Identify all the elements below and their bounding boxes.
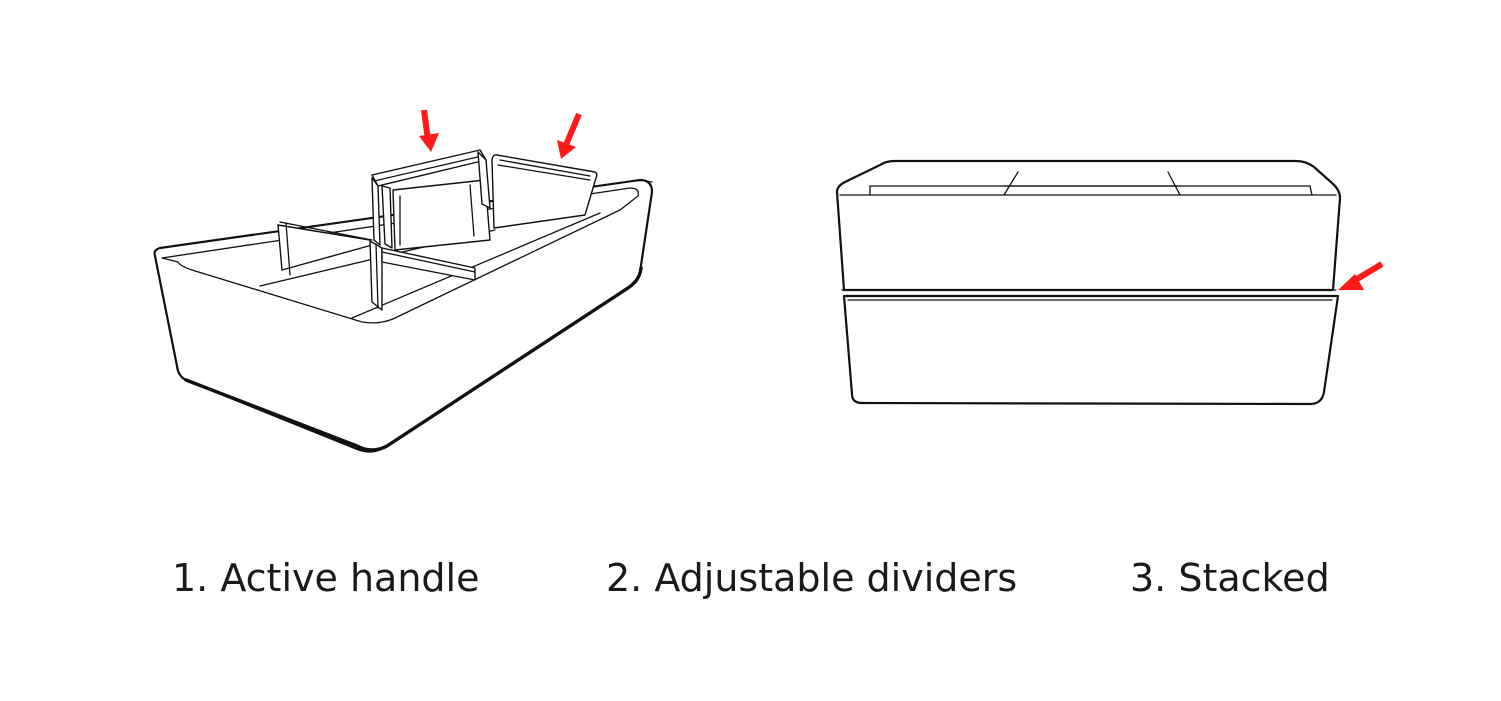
- down-arrow-icon: [419, 109, 439, 152]
- stacked-boxes: [835, 159, 1342, 406]
- open-organizer-tray: [153, 149, 654, 453]
- diagonal-arrow-icon: [557, 112, 582, 159]
- left-arrow-icon: [1338, 261, 1384, 290]
- caption-stacked: 3. Stacked: [1130, 556, 1330, 600]
- caption-adjustable-dividers: 2. Adjustable dividers: [606, 556, 1018, 600]
- caption-active-handle: 1. Active handle: [172, 556, 480, 600]
